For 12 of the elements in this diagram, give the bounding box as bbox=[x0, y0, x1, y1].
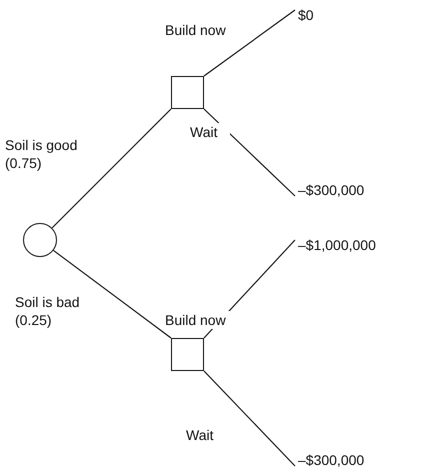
branch-line bbox=[53, 250, 172, 338]
payoff-value: –$300,000 bbox=[298, 452, 364, 468]
branch-line bbox=[204, 10, 296, 76]
decision-node bbox=[171, 76, 204, 109]
chance-node bbox=[23, 223, 57, 257]
branch-line bbox=[52, 108, 172, 228]
branch-line bbox=[204, 108, 296, 196]
payoff-value: –$300,000 bbox=[298, 182, 364, 198]
payoff-value: –$1,000,000 bbox=[298, 237, 376, 253]
payoff-value: $0 bbox=[298, 7, 314, 23]
branch-line bbox=[204, 370, 296, 466]
decision-node bbox=[171, 338, 204, 371]
